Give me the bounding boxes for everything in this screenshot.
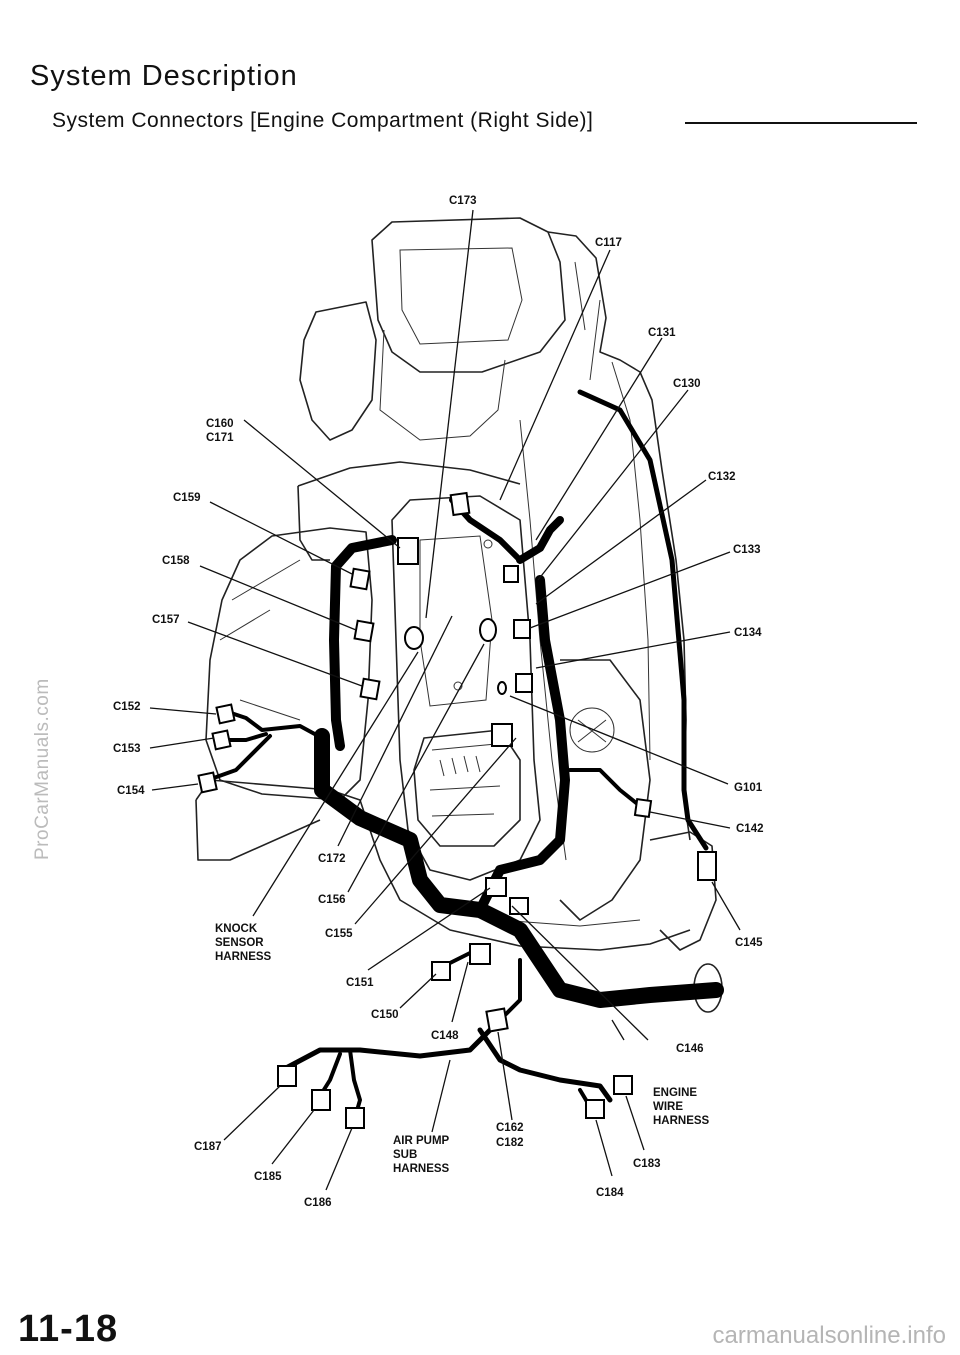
label-c171: C171 (206, 432, 234, 444)
label-c151: C151 (346, 977, 374, 989)
label-c117: C117 (595, 237, 622, 249)
connector-c186 (345, 1107, 365, 1129)
label-knock-3: HARNESS (215, 951, 272, 963)
connector-c133 (513, 619, 531, 639)
label-c182: C182 (496, 1137, 524, 1149)
subtitle-rule (685, 122, 917, 124)
label-c156: C156 (318, 894, 346, 906)
label-c159: C159 (173, 492, 201, 504)
leader-lines (149, 209, 741, 1191)
connector-c173 (449, 491, 471, 517)
label-c153: C153 (113, 743, 141, 755)
connector-c183 (613, 1075, 633, 1095)
connector-c184 (585, 1099, 605, 1119)
connector-c146 (509, 897, 529, 915)
label-airpump-1: AIR PUMP (393, 1135, 450, 1147)
label-c130: C130 (673, 378, 701, 390)
label-c162: C162 (496, 1122, 524, 1134)
page-title: System Description (30, 60, 298, 92)
label-engine-1: ENGINE (653, 1087, 697, 1099)
connector-c185 (311, 1089, 331, 1111)
label-c157: C157 (152, 614, 180, 626)
watermark-bottom: carmanualsonline.info (712, 1322, 946, 1349)
page-subtitle: System Connectors [Engine Compartment (R… (52, 109, 594, 132)
connector-c151 (485, 877, 507, 897)
connectors (197, 491, 717, 1129)
connector-labels: C173 C117 C131 C130 C160 C171 C132 C159 … (113, 195, 764, 1209)
label-c133: C133 (733, 544, 761, 556)
connector-c145 (697, 851, 717, 881)
connector-c162-c182 (485, 1007, 509, 1033)
label-g101: G101 (734, 782, 763, 794)
page-number: 11-18 (18, 1308, 119, 1350)
label-c183: C183 (633, 1158, 661, 1170)
label-c158: C158 (162, 555, 190, 567)
label-c150: C150 (371, 1009, 399, 1021)
label-c187: C187 (194, 1141, 222, 1153)
connector-c152 (215, 703, 236, 725)
connector-c172 (404, 626, 424, 650)
label-c154: C154 (117, 785, 145, 797)
label-c134: C134 (734, 627, 762, 639)
connector-c154 (197, 771, 218, 794)
connector-c132 (503, 565, 519, 583)
watermark-side: ProCarManuals.com (32, 678, 53, 860)
label-c155: C155 (325, 928, 353, 940)
connector-c150 (431, 961, 451, 981)
label-engine-2: WIRE (653, 1101, 683, 1113)
label-c132: C132 (708, 471, 736, 483)
label-c145: C145 (735, 937, 763, 949)
label-c152: C152 (113, 701, 141, 713)
label-knock-1: KNOCK (215, 923, 258, 935)
label-c142: C142 (736, 823, 764, 835)
connector-g101 (497, 681, 507, 695)
connector-c158 (353, 619, 375, 643)
label-airpump-3: HARNESS (393, 1163, 450, 1175)
wire-harnesses (206, 389, 724, 1116)
connector-c159 (349, 567, 371, 591)
connector-c153 (211, 729, 232, 751)
label-engine-3: HARNESS (653, 1115, 710, 1127)
label-c172: C172 (318, 853, 346, 865)
label-c148: C148 (431, 1030, 459, 1042)
connector-c187 (277, 1065, 297, 1087)
connector-c142 (633, 797, 653, 819)
connector-c155 (491, 723, 513, 747)
connector-c156 (479, 618, 497, 642)
label-c146: C146 (676, 1043, 704, 1055)
label-knock-2: SENSOR (215, 937, 264, 949)
label-c185: C185 (254, 1171, 282, 1183)
connector-c134 (515, 673, 533, 693)
connector-c160-c171 (397, 537, 419, 565)
connector-c148 (469, 943, 491, 965)
label-c184: C184 (596, 1187, 624, 1199)
label-c160: C160 (206, 418, 234, 430)
label-c131: C131 (648, 327, 676, 339)
connector-c157 (359, 677, 381, 701)
label-c173: C173 (449, 195, 477, 207)
label-c186: C186 (304, 1197, 332, 1209)
label-airpump-2: SUB (393, 1149, 417, 1161)
